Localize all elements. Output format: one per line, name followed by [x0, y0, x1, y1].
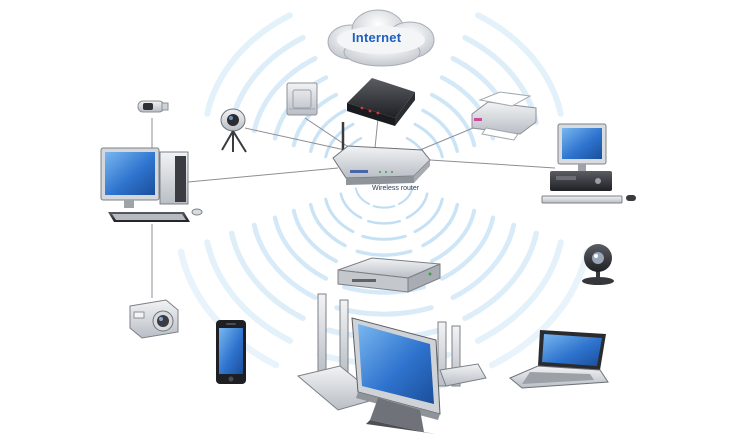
- signal-wave-arc: [204, 12, 293, 117]
- link-router-desktop-right: [429, 159, 556, 169]
- signal-wave-arc: [354, 187, 370, 205]
- signal-wave-arc: [291, 208, 338, 264]
- signal-wave-arc: [488, 248, 591, 369]
- signal-wave-arc: [339, 192, 363, 220]
- desktop-computer-icon: [100, 147, 203, 222]
- media-player-icon: [337, 257, 441, 293]
- link-router-desktop-left: [187, 167, 339, 183]
- signal-wave-arc: [462, 230, 539, 322]
- usb-flash-drive-icon: [137, 100, 169, 113]
- signal-wave-arc: [430, 208, 477, 264]
- webcam-icon: [220, 108, 247, 153]
- signal-wave-arc: [334, 305, 434, 317]
- link-router-printer: [419, 125, 479, 151]
- signal-wave-arc: [421, 202, 460, 248]
- signal-wave-arc: [177, 248, 280, 369]
- signal-wave-arc: [475, 239, 564, 344]
- signal-wave-arc: [421, 108, 460, 154]
- signal-wave-arc: [413, 197, 444, 234]
- webcam-icon: [582, 244, 614, 285]
- signal-wave-arc: [439, 215, 496, 281]
- home-theater-tv-icon: [296, 293, 487, 434]
- internet-cloud-icon: [327, 9, 435, 67]
- signal-wave-arc: [308, 202, 347, 248]
- signal-wave-arc: [355, 249, 413, 257]
- signal-wave-arc: [308, 108, 347, 154]
- internet-label: Internet: [352, 30, 402, 45]
- laptop-icon: [509, 330, 609, 389]
- wireless-router-label: Wireless router: [372, 185, 420, 192]
- signal-wave-arc: [405, 192, 429, 220]
- signal-wave-arc: [251, 56, 318, 134]
- smartphone-icon: [216, 320, 246, 384]
- signal-wave-arc: [413, 122, 444, 159]
- signal-wave-arc: [450, 222, 517, 300]
- signal-wave-arc: [204, 239, 293, 344]
- digital-camera-icon: [129, 299, 179, 339]
- signal-wave-arc: [367, 219, 401, 225]
- external-hard-drive-icon: [286, 82, 318, 116]
- link-router-webcam: [244, 127, 346, 151]
- signal-wave-arc: [251, 222, 318, 300]
- signal-wave-arc: [398, 187, 414, 205]
- wireless-router-icon: [332, 122, 431, 185]
- printer-icon: [471, 91, 537, 141]
- signal-wave-arc: [430, 92, 477, 148]
- signal-wave-arc: [372, 205, 396, 209]
- modem-icon: [347, 78, 415, 126]
- desktop-computer-icon: [541, 123, 636, 204]
- signal-wave-arc: [272, 215, 329, 281]
- link-router-modem: [374, 117, 379, 149]
- signal-wave-arc: [324, 197, 355, 234]
- signal-wave-arc: [229, 230, 306, 322]
- signal-wave-arc: [361, 234, 407, 241]
- signal-wave-arc: [475, 12, 564, 117]
